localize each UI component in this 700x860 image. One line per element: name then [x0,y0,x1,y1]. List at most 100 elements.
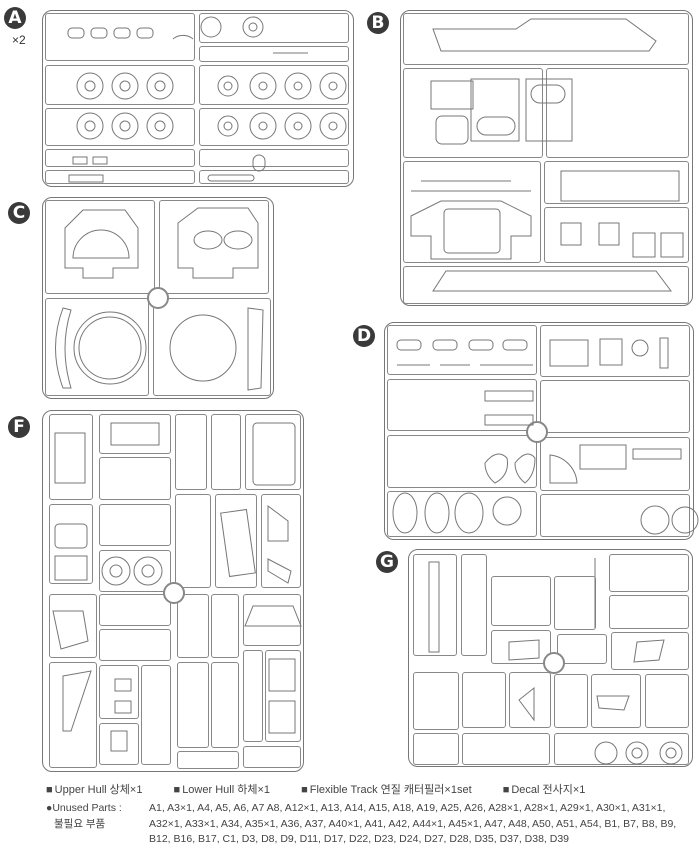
part-11 [470,78,520,142]
sprue-f-cell [99,414,171,454]
sprue-c-parts [55,207,264,391]
part-1 [252,422,296,486]
sprue-a-cell [199,65,349,105]
sprue-b-cell [403,266,689,304]
part-6 [410,200,532,260]
sprue-b-cell [403,68,543,158]
sprue-f-parts [52,422,302,752]
idler-wheel [249,112,277,140]
sprue-g-hub [543,652,565,674]
unused-parts-label: ●Unused Parts : 불필요 부품 [46,802,122,830]
part-10 [525,78,573,142]
sprue-g-cell [462,672,506,728]
sprue-d-cell [387,491,537,537]
sprue-g-parts [428,558,683,765]
road-wheel [111,112,139,140]
sprue-d [384,322,699,540]
idler-wheel [284,72,312,100]
sprue-g-cell [413,554,457,656]
part-12 [435,115,469,145]
unused-label-ko: 불필요 부품 [54,817,106,830]
part-39 [114,700,132,714]
part-4 [244,605,302,627]
sprue-f-cell [49,414,93,500]
sprue-a-quantity: ×2 [12,33,26,47]
turret-top [177,207,259,279]
sprue-f-cell [99,594,171,626]
sprue-c-cell [159,200,269,294]
sprue-f-cell [211,594,239,658]
sprue-g-cell [413,733,459,765]
sprue-f-cell [99,665,139,719]
sprue-d-cell [387,435,537,488]
part-9 [560,170,680,202]
part-23 [110,422,160,446]
part-18 [430,80,474,110]
sprue-d-cell [540,380,690,433]
sprue-f-cell [99,723,139,765]
sprue-b-cell [546,68,689,158]
sprue-f-cell [49,594,97,658]
road-wheel [111,72,139,100]
sprue-b [400,10,693,306]
sprue-a-cell [199,108,349,146]
sprue-f [42,410,304,772]
turret-floor [169,314,237,382]
sprue-badge-d: D [353,325,375,347]
sprue-f-cell [99,504,171,546]
sprue-d-parts [392,337,699,535]
sprue-g-cell [509,672,551,728]
wheel-31 [101,556,131,586]
sprue-g-cell [462,733,550,765]
road-wheel [146,72,174,100]
part-6 [268,700,296,734]
sprue-a-cell [45,65,195,105]
bracket-part [67,27,85,39]
unused-label-en: Unused Parts : [52,802,122,814]
sprue-g-cell [557,634,607,664]
part-44 [52,610,89,650]
legend-item-decal: ■Decal 전사지×1 [502,784,586,796]
sprocket [594,741,618,765]
sprocket [217,115,239,137]
sprue-badge-g: G [376,551,398,573]
upper-hull-side [432,18,657,52]
sprue-a-cell [45,108,195,146]
sprue-a-cell [199,13,349,43]
sprue-a-cell [199,170,349,184]
sprue-g-cell [491,630,551,664]
sprue-g-cell [413,672,459,730]
sprue-c-hub [147,287,169,309]
sprocket [217,75,239,97]
sprue-f-cell [243,594,301,646]
turret-front [64,209,139,279]
sprue-a-cell [199,46,349,62]
sprue-g [408,549,693,767]
sprue-b-cell [403,161,541,263]
sprue-a [42,10,354,187]
part-40 [110,730,128,752]
sprue-f-cell [211,662,239,748]
sprue-f-cell [211,414,241,490]
part-41 [54,432,86,484]
sprue-g-cell [609,595,689,629]
legend-item-lower-hull: ■Lower Hull 하체×1 [173,784,270,796]
sprue-d-cell [387,325,537,375]
part-42 [54,523,88,549]
sprue-g-cell [491,576,551,626]
idler-wheel [284,112,312,140]
road-wheel [76,112,104,140]
idler-wheel [249,72,277,100]
sprue-d-cell [540,494,690,537]
sprue-g-cell [554,674,588,728]
legend-item-flexible-track: ■Flexible Track 연질 캐터필러×1set [301,784,472,796]
sprue-g-cell [591,674,641,728]
sprue-f-cell [99,550,171,592]
sprue-c-cell [45,298,149,396]
sprue-c [42,197,274,399]
part-5 [560,222,582,246]
part-45 [62,670,92,732]
part-43 [54,555,88,581]
sprue-f-cell [215,494,257,588]
sprue-d-cell [540,437,690,491]
